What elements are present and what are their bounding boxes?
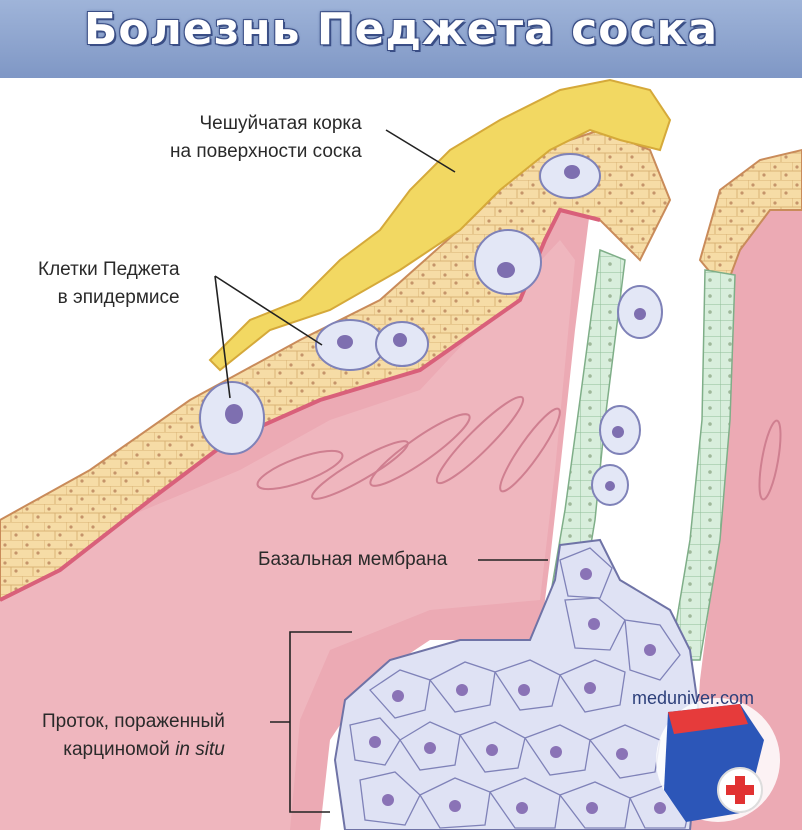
dermal-papillae <box>256 395 782 501</box>
label-duct-line1: Проток, пораженный <box>42 711 225 732</box>
title-banner <box>0 0 802 78</box>
label-duct-carcinoma: Проток, пораженный карциномой in situ <box>42 708 225 764</box>
label-duct-line2: карциномой in situ <box>42 736 225 764</box>
label-paget-cells-line2: в эпидермисе <box>57 287 180 308</box>
carcinoma-cells <box>349 547 691 829</box>
leader-lines <box>214 129 548 813</box>
label-basal-membrane: Базальная мембрана <box>258 549 448 570</box>
label-duct-line2-prefix: карциномой <box>63 739 176 760</box>
paget-cells <box>199 153 663 506</box>
label-paget-cells: Клетки Педжета в эпидермисе <box>38 256 180 312</box>
label-scaly-crust-line1: Чешуйчатая корка <box>199 113 362 134</box>
right-nipple-dermis <box>690 180 802 830</box>
carcinoma-nuclei <box>369 568 666 814</box>
label-scaly-crust: Чешуйчатая корка на поверхности соска <box>170 110 362 166</box>
diagram-title: Болезнь Педжета соска <box>83 4 719 55</box>
label-paget-cells-line1: Клетки Педжета <box>38 259 180 280</box>
watermark-text: meduniver.com <box>632 688 755 708</box>
label-duct-in-situ: in situ <box>175 739 225 760</box>
duct-epithelium-right <box>669 269 736 661</box>
label-scaly-crust-line2: на поверхности соска <box>170 141 362 162</box>
carcinoma-mass <box>333 538 702 830</box>
scaly-crust <box>208 78 672 372</box>
watermark-badge <box>656 698 780 822</box>
